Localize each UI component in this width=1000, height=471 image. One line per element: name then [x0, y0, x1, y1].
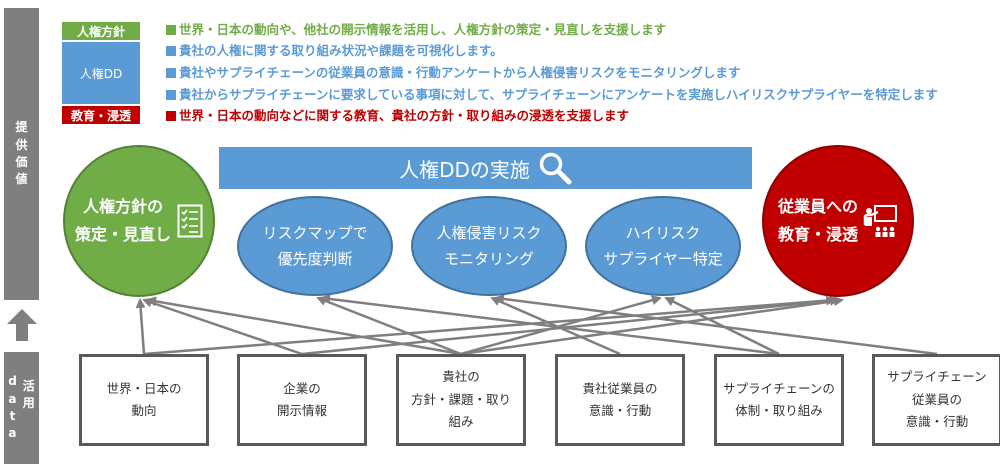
legend-text: 貴社からサプライチェーンに要求している事項に対して、サプライチェーンにアンケート…	[179, 87, 938, 102]
blue-square-icon	[166, 90, 176, 100]
sidebar-char: 活	[22, 378, 35, 393]
legend-label-dd: 人権DD	[62, 42, 140, 104]
source-text: 開示情報	[276, 403, 327, 418]
provided-value-label: 提 供 価 値	[4, 8, 39, 300]
circle-text: 教育・浸透	[777, 225, 858, 244]
source-text: サプライチェーンの	[723, 380, 835, 396]
source-text: 動向	[131, 403, 157, 418]
circle-text: 策定・見直し	[74, 225, 171, 244]
source-text: 体制・取り組み	[735, 403, 823, 418]
connector-line	[142, 297, 303, 356]
source-text: 意識・行動	[588, 403, 652, 418]
connector-line	[320, 294, 780, 356]
circle-text: 優先度判断	[277, 250, 353, 268]
circle-text: リスクマップで	[262, 223, 368, 242]
circle-text: サプライヤー特定	[603, 250, 723, 268]
human-rights-dd-banner: 人権DDの実施	[219, 147, 752, 189]
sidebar-char: a	[8, 391, 17, 406]
legend-label-education: 教育・浸透	[62, 106, 140, 124]
sidebar-char: 値	[15, 172, 28, 187]
connector-line	[664, 296, 780, 356]
red-square-icon	[166, 111, 176, 121]
data-usage-label: d a t a 活 用	[4, 352, 39, 464]
legend-line-policy: 世界・日本の動向や、他社の開示情報を活用し、人権方針の策定・見直しを支援します	[166, 22, 666, 38]
blue-square-icon	[166, 46, 176, 56]
connector-line	[494, 294, 938, 356]
sidebar-char: 提	[15, 120, 28, 135]
legend-line-dd-2: 貴社やサプライチェーンの従業員の意識・行動アンケートから人権侵害リスクをモニタリ…	[166, 65, 740, 81]
monitoring-circle: 人権侵害リスク モニタリング	[411, 196, 567, 296]
legend-line-dd-1: 貴社の人権に関する取り組み状況や課題を可視化します。	[166, 43, 503, 59]
education-circle: 従業員への 教育・浸透	[762, 145, 914, 297]
source-box-disclosure: 企業の 開示情報	[237, 354, 367, 446]
connector-line	[301, 295, 840, 356]
source-text: 意識・行動	[905, 414, 969, 430]
dd-banner-title: 人権DDの実施	[399, 157, 530, 182]
circle-text: 人権侵害リスク	[436, 223, 542, 242]
connector-line	[135, 298, 146, 355]
connector-line	[143, 295, 836, 356]
blue-square-icon	[166, 68, 176, 78]
connector-line	[316, 296, 462, 356]
sidebar-char: 用	[22, 396, 35, 410]
sidebar-char: 供	[15, 137, 28, 152]
source-box-employee-awareness: 貴社従業員の 意識・行動	[555, 354, 685, 446]
risk-map-circle: リスクマップで 優先度判断	[237, 196, 393, 296]
connector-line	[460, 296, 844, 356]
circle-text: ハイリスク	[625, 223, 701, 242]
connector-line	[460, 295, 662, 356]
high-risk-supplier-circle: ハイリスク サプライヤー特定	[585, 196, 741, 296]
source-text: 企業の	[283, 380, 321, 396]
circle-text: モニタリング	[443, 250, 534, 268]
green-square-icon	[166, 25, 176, 35]
source-text: 組み	[448, 414, 474, 430]
source-box-supply-chain-system: サプライチェーンの 体制・取り組み	[714, 354, 844, 446]
checklist-icon	[177, 204, 203, 238]
legend-line-education: 世界・日本の動向などに関する教育、貴社の方針・取り組みの浸透を支援します	[166, 108, 629, 124]
presentation-icon	[863, 205, 897, 237]
source-text: 従業員の	[911, 391, 962, 407]
source-box-trends: 世界・日本の 動向	[79, 354, 209, 446]
usage-word: 活 用	[23, 378, 35, 413]
source-text: 世界・日本の	[106, 380, 182, 396]
data-word: d a t a	[8, 373, 17, 443]
sidebar-char: a	[8, 426, 17, 441]
legend-text: 世界・日本の動向や、他社の開示情報を活用し、人権方針の策定・見直しを支援します	[179, 22, 667, 37]
legend-text: 貴社の人権に関する取り組み状況や課題を可視化します。	[179, 43, 503, 58]
legend-label-policy: 人権方針	[62, 22, 140, 40]
sidebar-char: t	[9, 409, 16, 423]
sidebar-char: 価	[15, 155, 28, 169]
connector-line	[146, 296, 462, 356]
source-text: 方針・課題・取り	[410, 391, 511, 407]
sidebar-char: d	[8, 374, 17, 389]
magnifier-icon	[539, 152, 572, 185]
source-text: 貴社従業員の	[582, 380, 658, 396]
source-box-company-policy: 貴社の 方針・課題・取り 組み	[396, 354, 526, 446]
source-text: サプライチェーン	[887, 369, 987, 385]
legend-text: 世界・日本の動向などに関する教育、貴社の方針・取り組みの浸透を支援します	[179, 108, 630, 123]
legend-line-dd-3: 貴社からサプライチェーンに要求している事項に対して、サプライチェーンにアンケート…	[166, 87, 938, 103]
circle-text: 従業員への	[777, 197, 858, 216]
source-text: 貴社の	[442, 369, 480, 385]
arrow-up-icon	[7, 309, 37, 341]
source-box-supply-chain-employees: サプライチェーン 従業員の 意識・行動	[872, 354, 1000, 446]
policy-circle: 人権方針の 策定・見直し	[63, 145, 215, 297]
legend-text: 貴社やサプライチェーンの従業員の意識・行動アンケートから人権侵害リスクをモニタリ…	[179, 65, 741, 80]
circle-text: 人権方針の	[82, 197, 163, 216]
